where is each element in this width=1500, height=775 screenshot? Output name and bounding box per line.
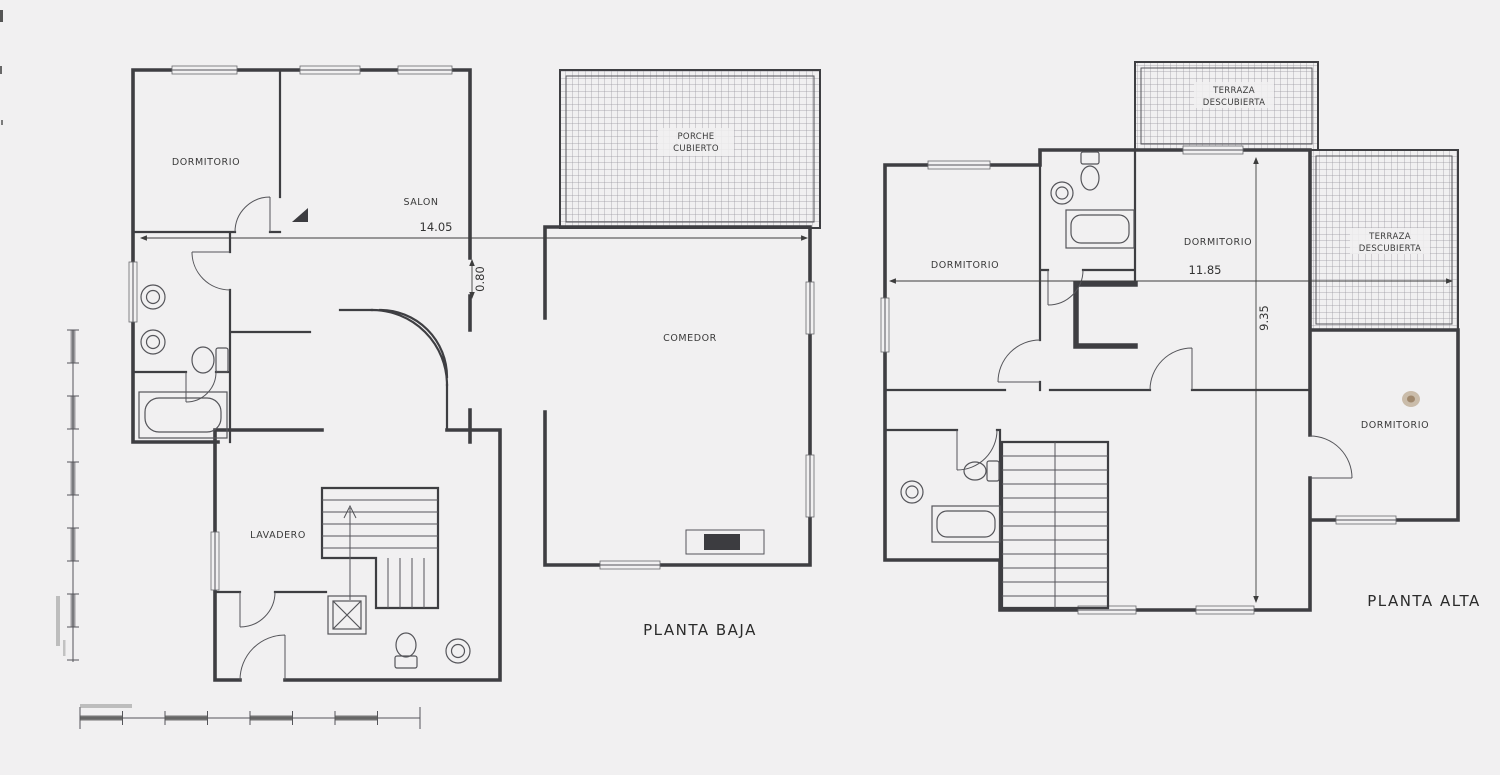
window [397, 65, 453, 75]
dimension-value: 0.80 [473, 266, 487, 292]
shower-icon [327, 595, 367, 635]
plan-symbol [292, 208, 308, 222]
planta-alta-plan: TERRAZA DESCUBIERTA TERRAZA DESCUBIERTA [880, 61, 1481, 615]
bathtub-icon [931, 505, 1001, 543]
sink-icon [1050, 181, 1074, 205]
sink-icon [445, 638, 471, 664]
stairs [320, 486, 440, 610]
interior-walls [131, 68, 449, 594]
window [128, 261, 138, 323]
sink-icon [140, 329, 166, 355]
kitchen-sink-icon [685, 529, 765, 555]
room-label-porche: CUBIERTO [673, 144, 719, 154]
planta-baja-plan: PORCHE CUBIERTO [128, 65, 821, 682]
bathtub-icon [1065, 209, 1135, 249]
dimension-total-height: 9.35 [1253, 156, 1271, 604]
illegible-annotation [56, 596, 66, 656]
room-label-terraza: TERRAZA [1212, 86, 1255, 96]
terrace-top-area: TERRAZA DESCUBIERTA [1134, 61, 1319, 151]
window [171, 65, 238, 75]
illegible-annotation [80, 704, 132, 708]
porch-covered-area: PORCHE CUBIERTO [559, 69, 821, 229]
toilet-icon [963, 460, 1000, 482]
sink-icon [140, 284, 166, 310]
window [599, 560, 661, 570]
door-arcs [185, 196, 286, 681]
room-label-terraza: DESCUBIERTA [1359, 244, 1422, 254]
room-label-dormitorio: DORMITORIO [931, 260, 999, 271]
toilet-icon [394, 632, 418, 669]
window [210, 531, 220, 591]
scan-artifact-marks [0, 10, 3, 125]
graphic-scale-bar [79, 704, 421, 729]
plan-title-planta-baja: PLANTA BAJA [643, 621, 757, 639]
label-backing [1194, 82, 1274, 108]
label-backing [658, 128, 734, 156]
interior-walls [883, 148, 1312, 562]
dimension-total-width: 11.85 [888, 263, 1454, 284]
door-arcs [956, 269, 1353, 479]
room-label-dormitorio: DORMITORIO [1361, 420, 1429, 431]
vertical-scale-ruler [56, 329, 79, 662]
terrace-right-area: TERRAZA DESCUBIERTA [1309, 149, 1459, 331]
label-backing [1350, 228, 1430, 254]
window [1182, 145, 1244, 155]
room-label-salon: SALON [403, 197, 438, 208]
room-label-terraza: DESCUBIERTA [1203, 98, 1266, 108]
paper-stain [1402, 391, 1420, 407]
room-label-porche: PORCHE [677, 132, 714, 142]
window [1195, 605, 1255, 615]
dimension-total-width: 14.05 [139, 220, 809, 241]
dimension-passage-width: 0.80 [469, 258, 487, 300]
window [805, 454, 815, 518]
sink-icon [900, 480, 924, 504]
toilet-icon [1080, 151, 1100, 191]
window [927, 160, 991, 170]
room-label-lavadero: LAVADERO [250, 530, 306, 541]
window [805, 281, 815, 335]
dimension-value: 11.85 [1189, 263, 1222, 277]
window [1335, 515, 1397, 525]
room-label-dormitorio: DORMITORIO [1184, 237, 1252, 248]
plan-title-planta-alta: PLANTA ALTA [1367, 592, 1481, 610]
closet [1073, 281, 1138, 349]
window [299, 65, 361, 75]
room-label-dormitorio: DORMITORIO [172, 157, 240, 168]
dimension-value: 14.05 [420, 220, 453, 234]
bathtub-icon [138, 391, 228, 439]
dimension-value: 9.35 [1257, 305, 1271, 331]
stairs [1000, 440, 1110, 610]
room-label-terraza: TERRAZA [1368, 232, 1411, 242]
toilet-icon [191, 346, 229, 374]
window [880, 297, 890, 353]
room-label-comedor: COMEDOR [663, 333, 717, 344]
stairs-direction-arrow [343, 504, 357, 600]
curved-wall [370, 308, 449, 387]
